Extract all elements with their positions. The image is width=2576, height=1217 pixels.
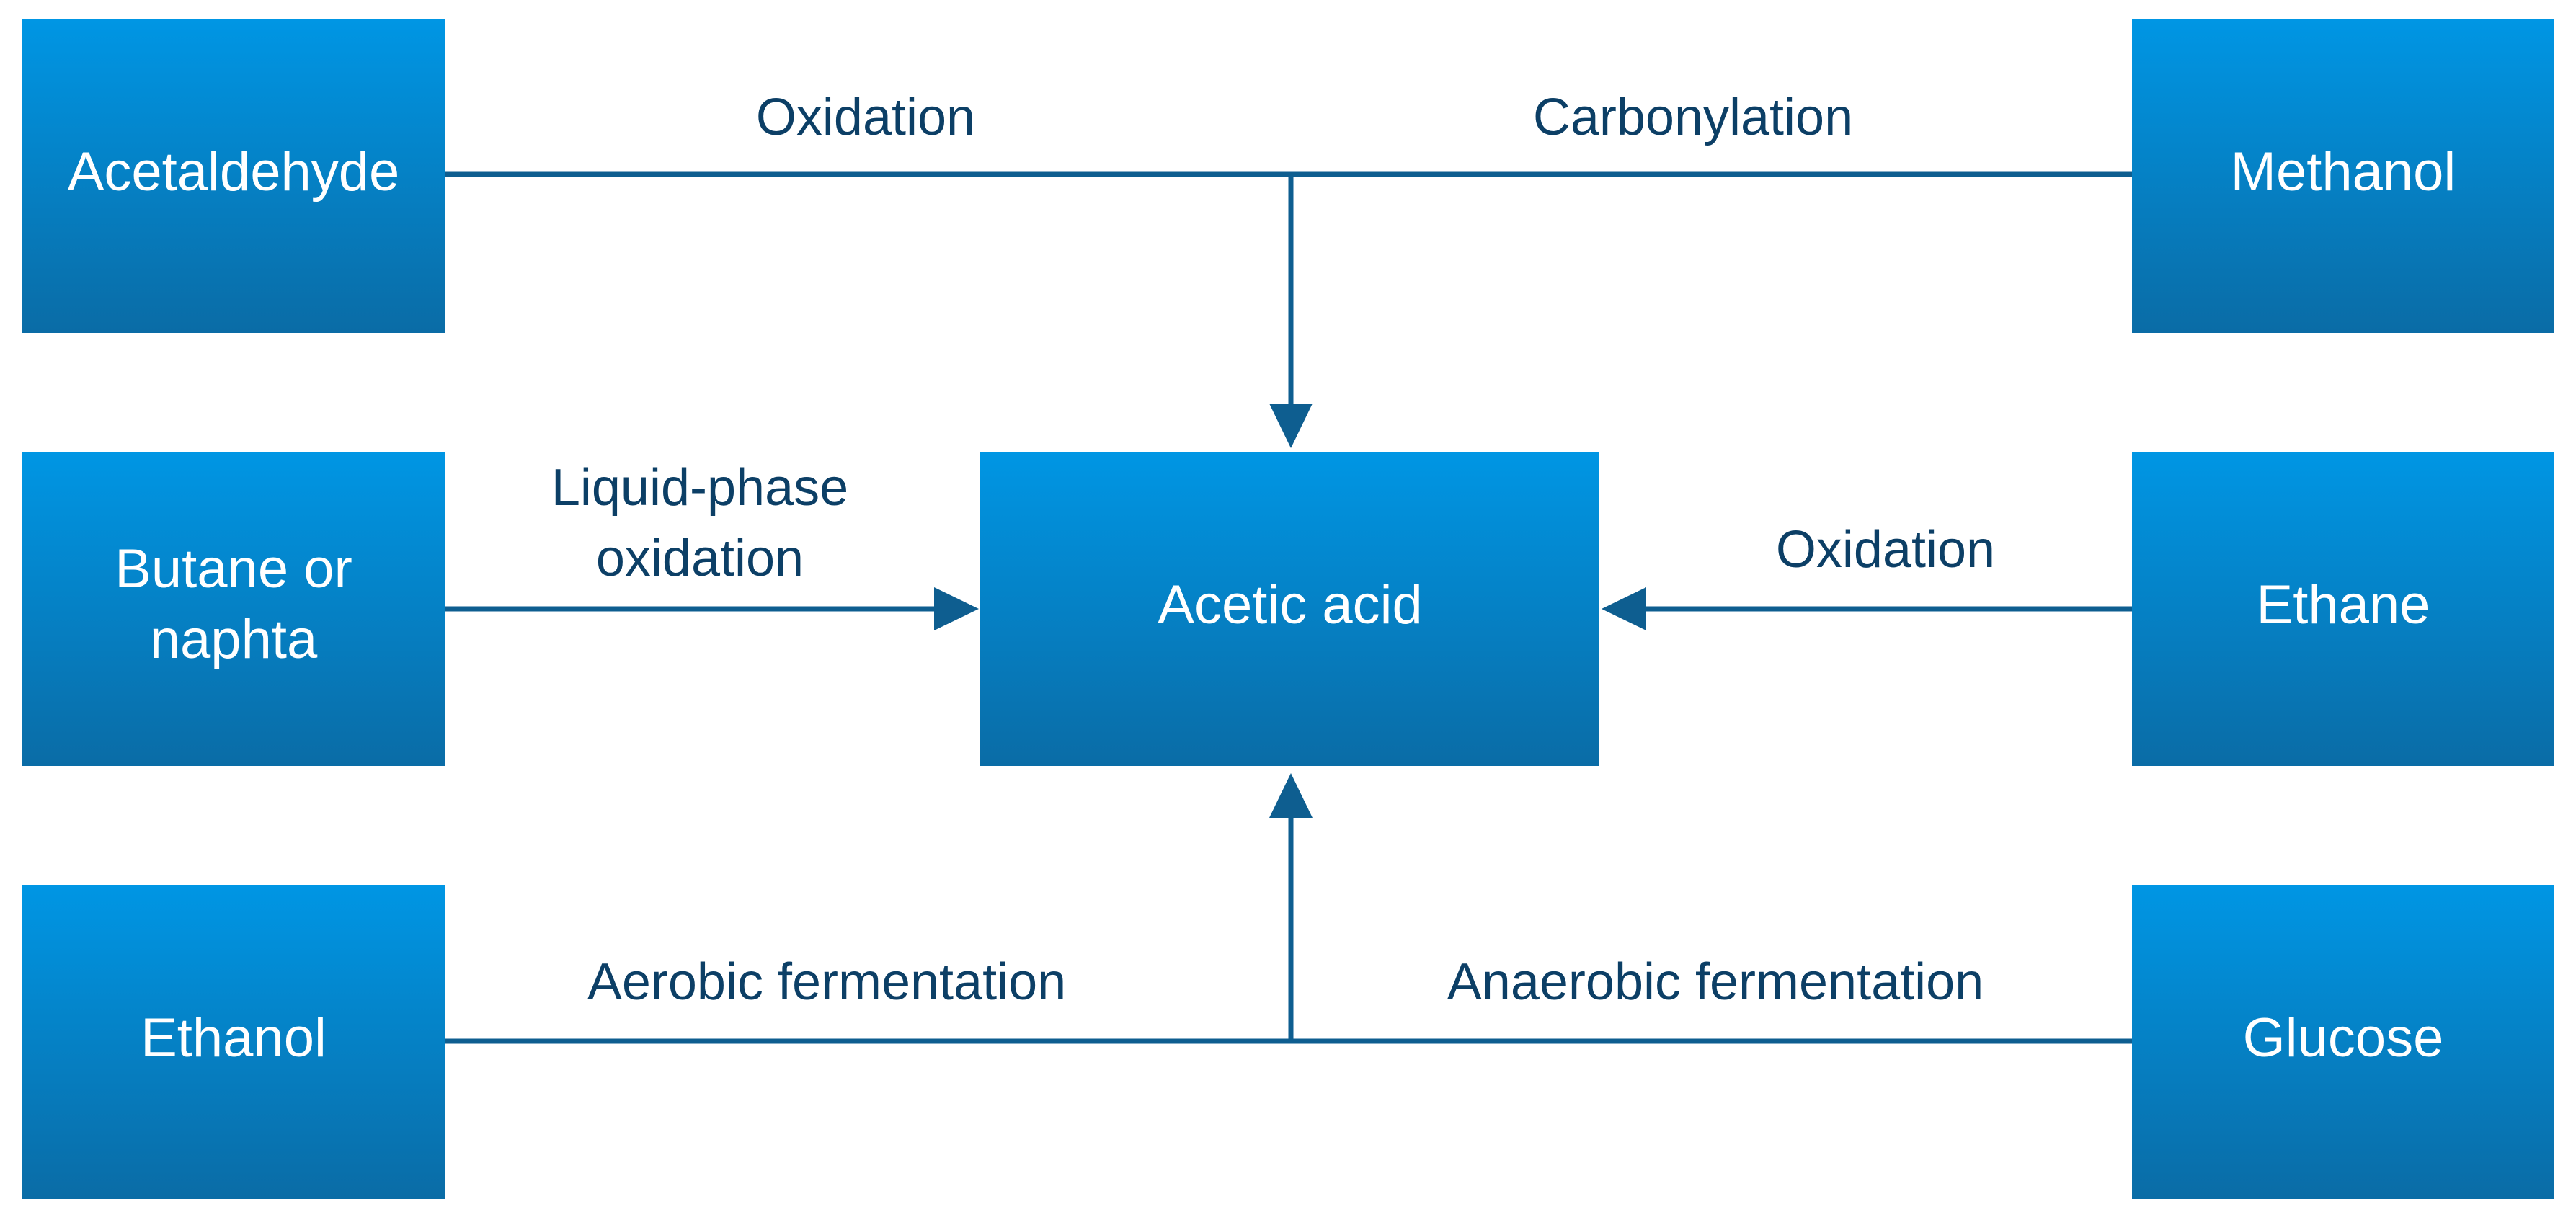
acetaldehyde-box xyxy=(22,19,445,333)
arrowhead-down xyxy=(1269,404,1313,448)
edge-labels: Oxidation Carbonylation Liquid-phase oxi… xyxy=(551,89,1995,1011)
ethane-label: Ethane xyxy=(2257,574,2430,636)
ethanol-label: Ethanol xyxy=(141,1007,327,1069)
butane-label-line2: naphta xyxy=(150,609,318,670)
arrowheads xyxy=(934,404,1646,818)
methanol-label: Methanol xyxy=(2231,141,2456,202)
connector-lines xyxy=(445,171,2132,1044)
ethanol-box xyxy=(22,885,445,1199)
arrowhead-up xyxy=(1269,773,1313,818)
liquid-phase-label-line2: oxidation xyxy=(596,530,804,587)
ethane-oxidation-label: Oxidation xyxy=(1776,521,1995,579)
aerobic-fermentation-label: Aerobic fermentation xyxy=(587,953,1066,1011)
butane-naphta-box xyxy=(22,452,445,766)
acetic-acid-label: Acetic acid xyxy=(1158,574,1423,636)
butane-label-line1: Butane or xyxy=(115,538,352,599)
acetaldehyde-oxidation-label: Oxidation xyxy=(756,89,975,146)
glucose-label: Glucose xyxy=(2243,1007,2444,1069)
methanol-carbonylation-label: Carbonylation xyxy=(1533,89,1853,146)
methanol-box xyxy=(2132,19,2554,333)
node-boxes xyxy=(22,19,2554,1199)
arrowhead-left xyxy=(1602,587,1646,630)
node-labels: Acetaldehyde Methanol Butane or naphta A… xyxy=(68,141,2456,1069)
acetic-acid-box xyxy=(980,452,1599,766)
liquid-phase-label-line1: Liquid-phase xyxy=(551,459,848,517)
arrowhead-right xyxy=(934,587,979,630)
glucose-box xyxy=(2132,885,2554,1199)
acetaldehyde-label: Acetaldehyde xyxy=(68,141,400,202)
anaerobic-fermentation-label: Anaerobic fermentation xyxy=(1447,953,1984,1011)
ethane-box xyxy=(2132,452,2554,766)
